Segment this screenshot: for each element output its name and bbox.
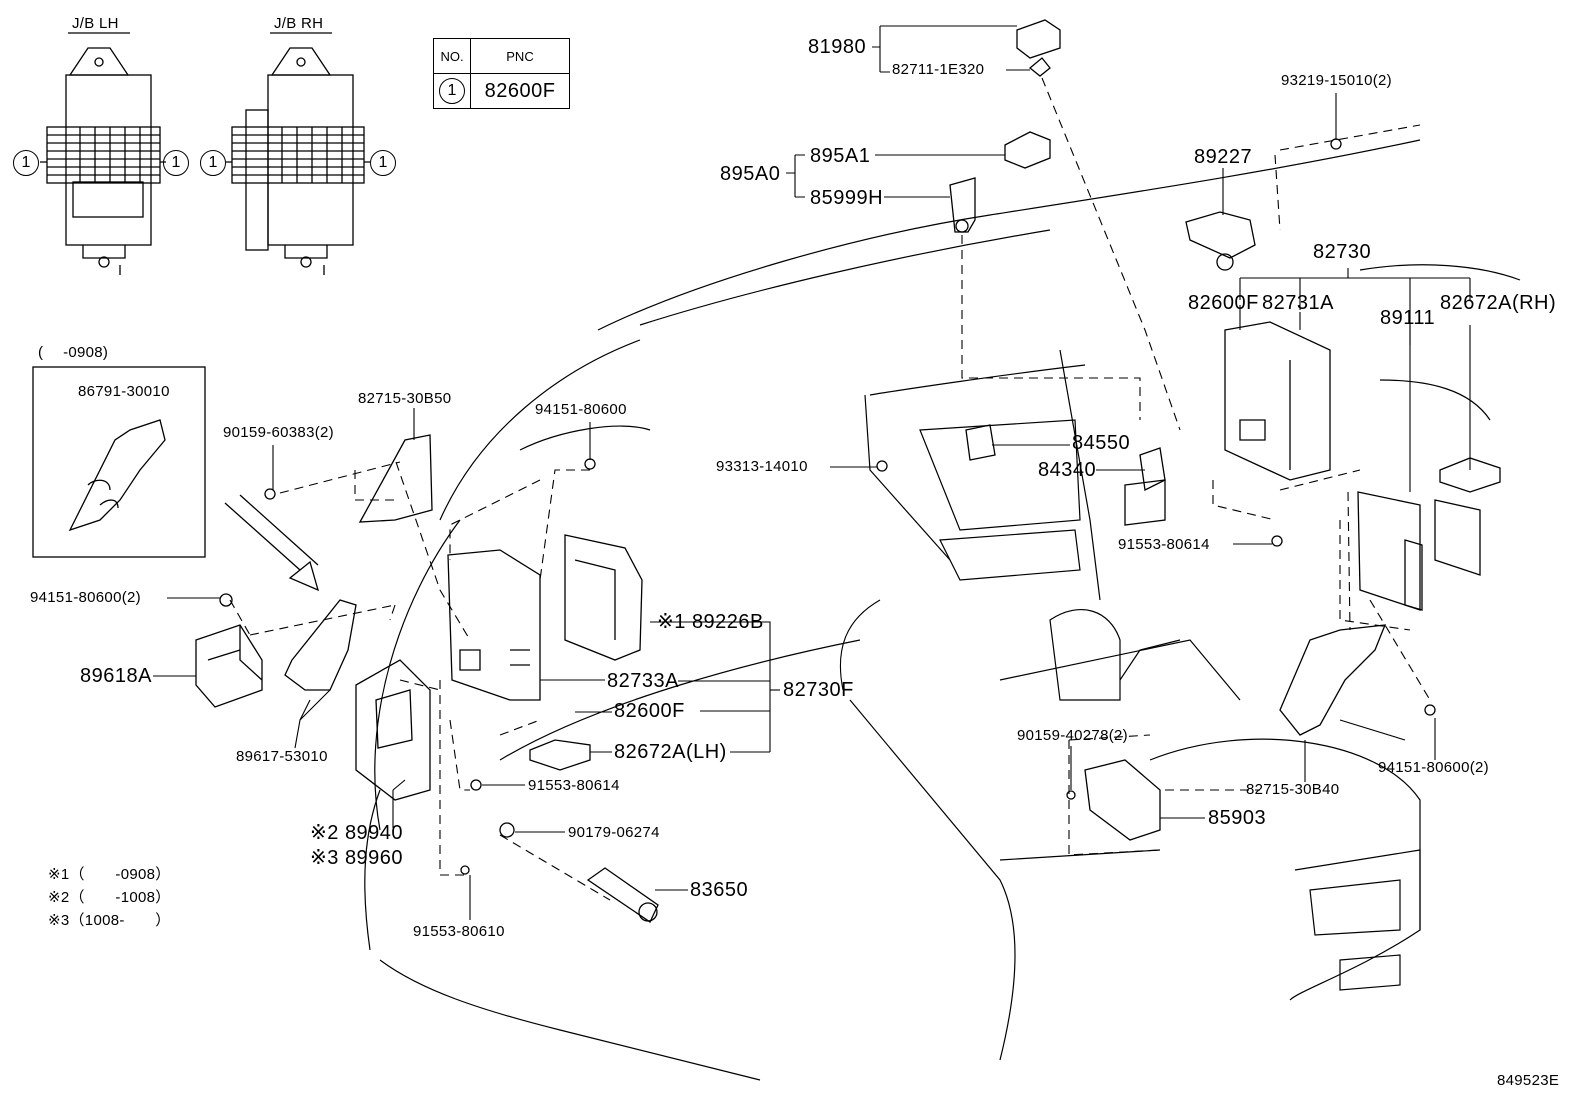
jb-lh-label: J/B LH: [72, 15, 119, 32]
label-82715-30B40: 82715-30B40: [1246, 781, 1340, 798]
label-81980: 81980: [808, 36, 867, 58]
label-84340: 84340: [1038, 459, 1097, 481]
label-82711-1E320: 82711-1E320: [892, 61, 985, 78]
jb-rh-label: J/B RH: [274, 15, 324, 32]
label-89111: 89111: [1380, 307, 1436, 329]
circle-marker-rh-right: 1: [370, 150, 396, 176]
label-94151-80600-2-left: 94151-80600(2): [30, 589, 141, 606]
label-89960: ※3 89960: [310, 847, 404, 869]
label-90179-06274: 90179-06274: [568, 824, 660, 841]
inset-part-number: 86791-30010: [78, 383, 170, 400]
label-89617-53010: 89617-53010: [236, 748, 328, 765]
footnote-1: ※1（ -0908）: [48, 866, 171, 883]
footnote-3: ※3（1008- ）: [48, 912, 171, 929]
label-94151-80600-top: 94151-80600: [535, 401, 627, 418]
pnc-header-pnc: PNC: [470, 38, 570, 74]
label-895A0: 895A0: [720, 163, 781, 185]
label-91553-80614-rh: 91553-80614: [1118, 536, 1210, 553]
circle-marker-lh-right: 1: [163, 150, 189, 176]
inset-period: ( -0908): [38, 344, 109, 361]
pnc-row-value: 82600F: [470, 73, 570, 109]
label-93219-15010: 93219-15010(2): [1281, 72, 1392, 89]
pnc-row-no: 1: [433, 73, 471, 109]
label-82733A: 82733A: [607, 670, 679, 692]
label-82731A: 82731A: [1262, 292, 1334, 314]
label-85903: 85903: [1208, 807, 1267, 829]
label-91553-80610: 91553-80610: [413, 923, 505, 940]
label-89618A: 89618A: [80, 665, 152, 687]
module-82733A: [447, 549, 541, 701]
label-82730F: 82730F: [783, 679, 854, 701]
pnc-header-no: NO.: [433, 38, 471, 74]
label-82600F-rh: 82600F: [1188, 292, 1259, 314]
label-84550: 84550: [1072, 432, 1131, 454]
label-93313-14010: 93313-14010: [716, 458, 808, 475]
footnote-2: ※2（ -1008）: [48, 889, 171, 906]
leader-lines: [153, 25, 1471, 920]
inset-box: [32, 366, 206, 558]
label-89226B: ※1 89226B: [657, 611, 764, 633]
label-85999H: 85999H: [810, 187, 884, 209]
label-895A1: 895A1: [810, 145, 871, 167]
guide-lines: [229, 77, 1431, 901]
label-82715-30B50: 82715-30B50: [358, 390, 452, 407]
module-82731A: [1224, 321, 1331, 481]
label-91553-80614-lh: 91553-80614: [528, 777, 620, 794]
label-83650: 83650: [690, 879, 749, 901]
label-90159-60383: 90159-60383(2): [223, 424, 334, 441]
label-82600F-lh: 82600F: [614, 700, 685, 722]
module-89618A: [195, 624, 263, 708]
label-94151-80600-2-right: 94151-80600(2): [1378, 759, 1489, 776]
pnc-table: NO. PNC 1 82600F: [433, 38, 570, 109]
label-82672A-lh: 82672A(LH): [614, 741, 727, 763]
label-89940: ※2 89940: [310, 822, 404, 844]
circle-marker-lh-left: 1: [13, 150, 39, 176]
junction-block-lh: [40, 32, 166, 275]
diagram-id: 849523E: [1497, 1072, 1560, 1089]
direction-arrow: [224, 502, 320, 592]
label-90159-40278: 90159-40278(2): [1017, 727, 1128, 744]
label-82730: 82730: [1313, 241, 1372, 263]
junction-block-rh: [226, 32, 370, 275]
dashboard-outline: [364, 139, 1521, 1081]
circle-marker-rh-left: 1: [200, 150, 226, 176]
label-89227: 89227: [1194, 146, 1253, 168]
label-82672A-rh: 82672A(RH): [1440, 292, 1557, 314]
